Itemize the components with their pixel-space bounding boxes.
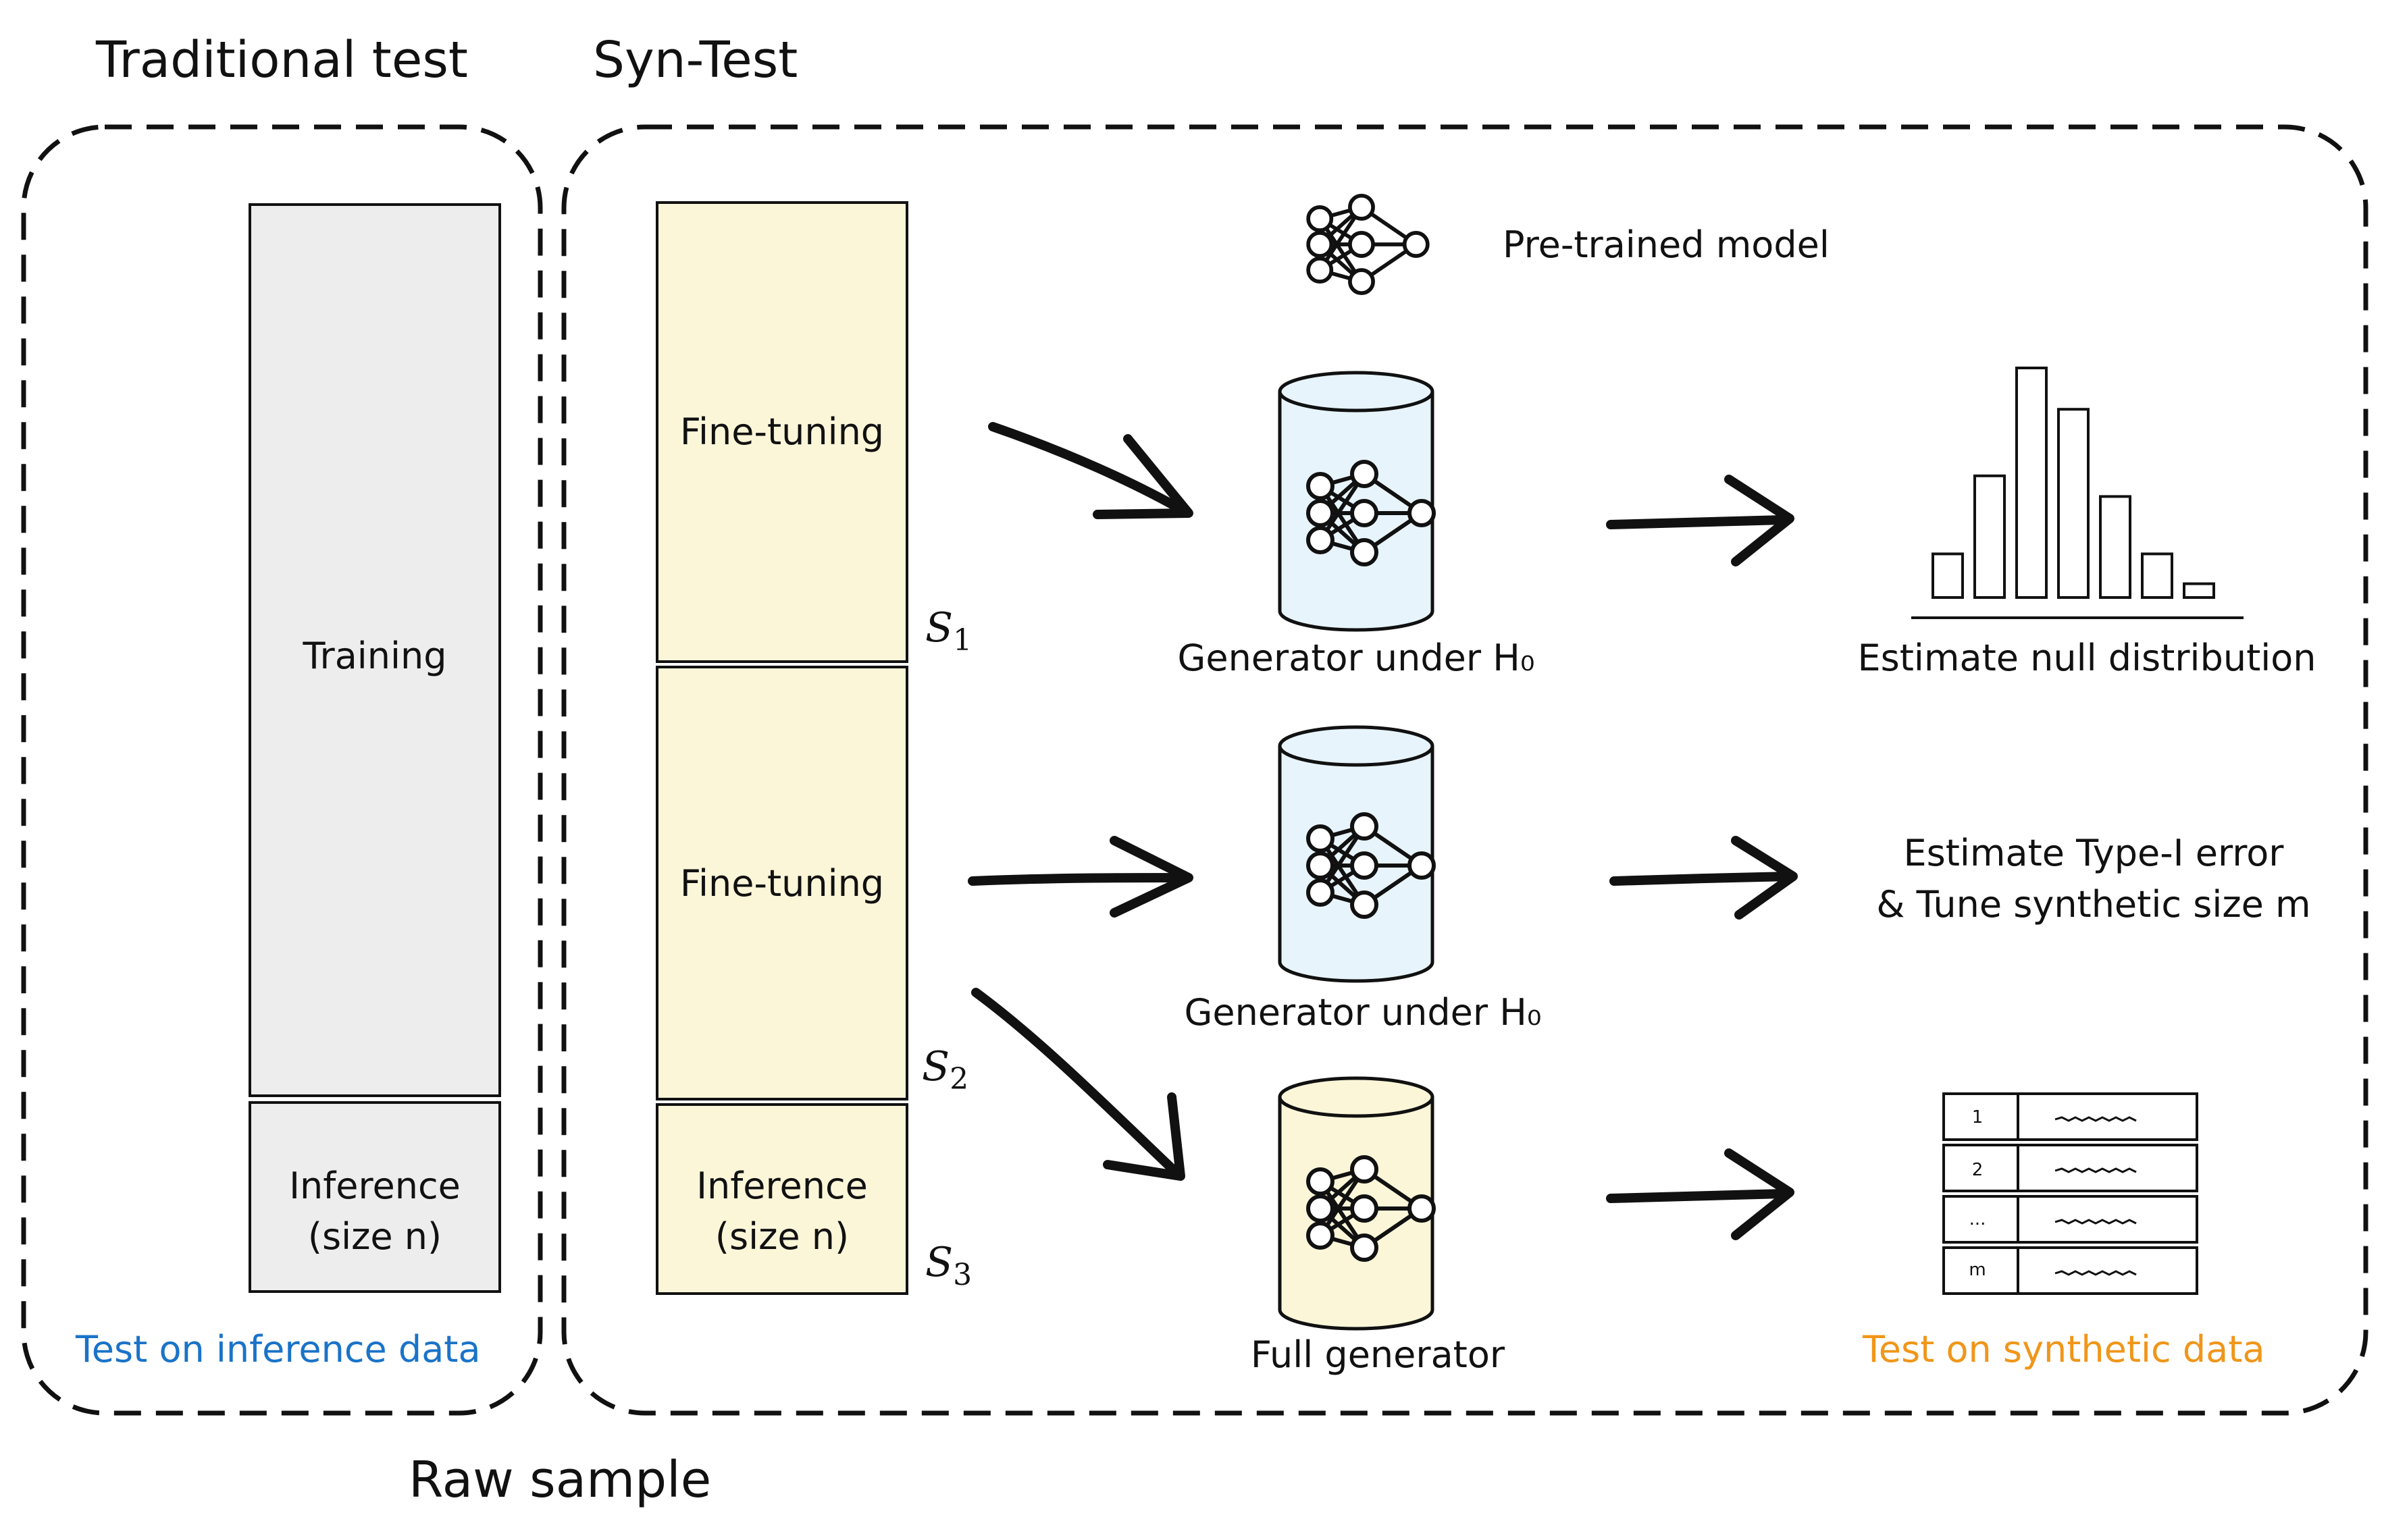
synthetic-row [1942,1246,2198,1295]
traditional-test-panel [21,124,543,1416]
generator-h0-label-2: Generator under H₀ [1184,991,1542,1034]
pretrained-model-label: Pre-trained model [1503,223,1830,266]
histogram-bar [2099,495,2131,600]
raw-sample-title: Raw sample [409,1451,712,1509]
split-block-s3 [656,1103,908,1295]
arrow-to-synthetic-data [1606,1148,1794,1240]
generator-h0-cylinder-1 [1278,371,1434,632]
generator-h0-cylinder-2 [1278,725,1434,983]
histogram-bar [1932,552,1964,600]
synthetic-row-number: 2 [1971,1160,1984,1180]
syntest-panel [561,124,2368,1416]
synthetic-row [1942,1195,2198,1244]
synthetic-row-squiggle [2054,1116,2137,1122]
inference-test-caption: Test on inference data [76,1328,481,1371]
arrow-to-type-one-error [1609,836,1798,920]
inference-label-syntest: Inference (size n) [696,1165,868,1258]
training-label: Training [303,635,447,677]
histogram-bar [1973,474,2006,599]
synthetic-row-squiggle [2054,1270,2137,1276]
synthetic-row [1942,1144,2198,1192]
inference-block-traditional [249,1101,501,1293]
synthetic-row-squiggle [2054,1219,2137,1225]
fine-tuning-label-1: Fine-tuning [679,410,885,453]
arrow-s1-to-generator [988,422,1193,519]
full-generator-cylinder [1278,1076,1434,1331]
null-distribution-label: Estimate null distribution [1857,637,2316,679]
subset-label-s3: S3 [925,1239,973,1292]
split-block-s1 [656,201,908,663]
subset-label-s2: S2 [922,1043,969,1096]
synthetic-row-number: 1 [1971,1107,1984,1127]
synthetic-row-squiggle [2054,1167,2137,1173]
synthetic-row [1942,1092,2198,1141]
arrow-s2-to-full-generator [971,988,1185,1181]
arrow-s2-to-generator [968,836,1193,918]
type-one-error-label: Estimate Type-I error [1903,832,2284,874]
split-block-s2 [656,666,908,1100]
training-block [249,203,501,1097]
histogram-bar [2057,408,2090,599]
pretrained-model-icon [1308,196,1428,293]
synthetic-test-caption: Test on synthetic data [1863,1328,2265,1371]
arrow-to-null-distribution [1606,475,1794,566]
synthetic-row-number: m [1969,1260,1986,1280]
traditional-test-title: Traditional test [96,31,468,89]
synthetic-row-number: ... [1969,1209,1986,1229]
histogram-bar [2015,367,2048,599]
inference-label-traditional: Inference (size n) [289,1165,461,1258]
generator-h0-label-1: Generator under H₀ [1177,637,1535,679]
syntest-title: Syn-Test [593,31,798,89]
tune-synthetic-size-label: & Tune synthetic size m [1876,883,2311,926]
synthetic-data-table [1942,1092,2198,1295]
fine-tuning-label-2: Fine-tuning [679,862,885,905]
histogram-bar [2183,582,2215,599]
histogram-bar [2141,552,2173,600]
subset-label-s1: S1 [925,604,973,658]
null-distribution-histogram [1932,367,2215,600]
full-generator-label: Full generator [1250,1333,1505,1376]
